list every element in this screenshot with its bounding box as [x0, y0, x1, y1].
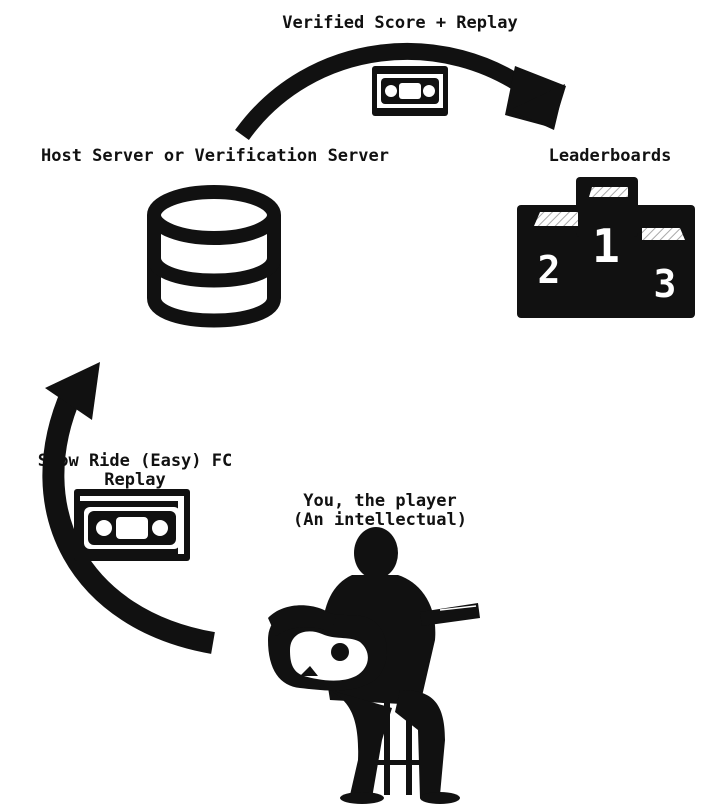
- guitar-details: [290, 605, 477, 681]
- player-label: You, the player (An intellectual): [270, 492, 490, 530]
- leaderboards-label: Leaderboards: [548, 146, 672, 166]
- player-label-line1: You, the player: [303, 491, 457, 511]
- podium-second-place: 2: [538, 248, 561, 292]
- player-label-line2: (An intellectual): [293, 510, 467, 530]
- top-arrow: [235, 42, 566, 140]
- vhs-tape-icon-top: [372, 66, 448, 116]
- podium-third-place: 3: [654, 262, 677, 306]
- podium-first-place: 1: [592, 219, 620, 273]
- replay-label: Slow Ride (Easy) FC Replay: [30, 452, 240, 490]
- database-icon: [147, 185, 281, 328]
- podium-icon: 1 2 3: [517, 177, 695, 318]
- verified-score-label: Verified Score + Replay: [282, 13, 518, 33]
- replay-label-line2: Replay: [104, 470, 166, 490]
- replay-label-line1: Slow Ride (Easy) FC: [37, 451, 233, 471]
- server-label: Host Server or Verification Server: [41, 146, 389, 166]
- left-arrow: [42, 362, 215, 654]
- vhs-tape-icon-left: [74, 489, 190, 561]
